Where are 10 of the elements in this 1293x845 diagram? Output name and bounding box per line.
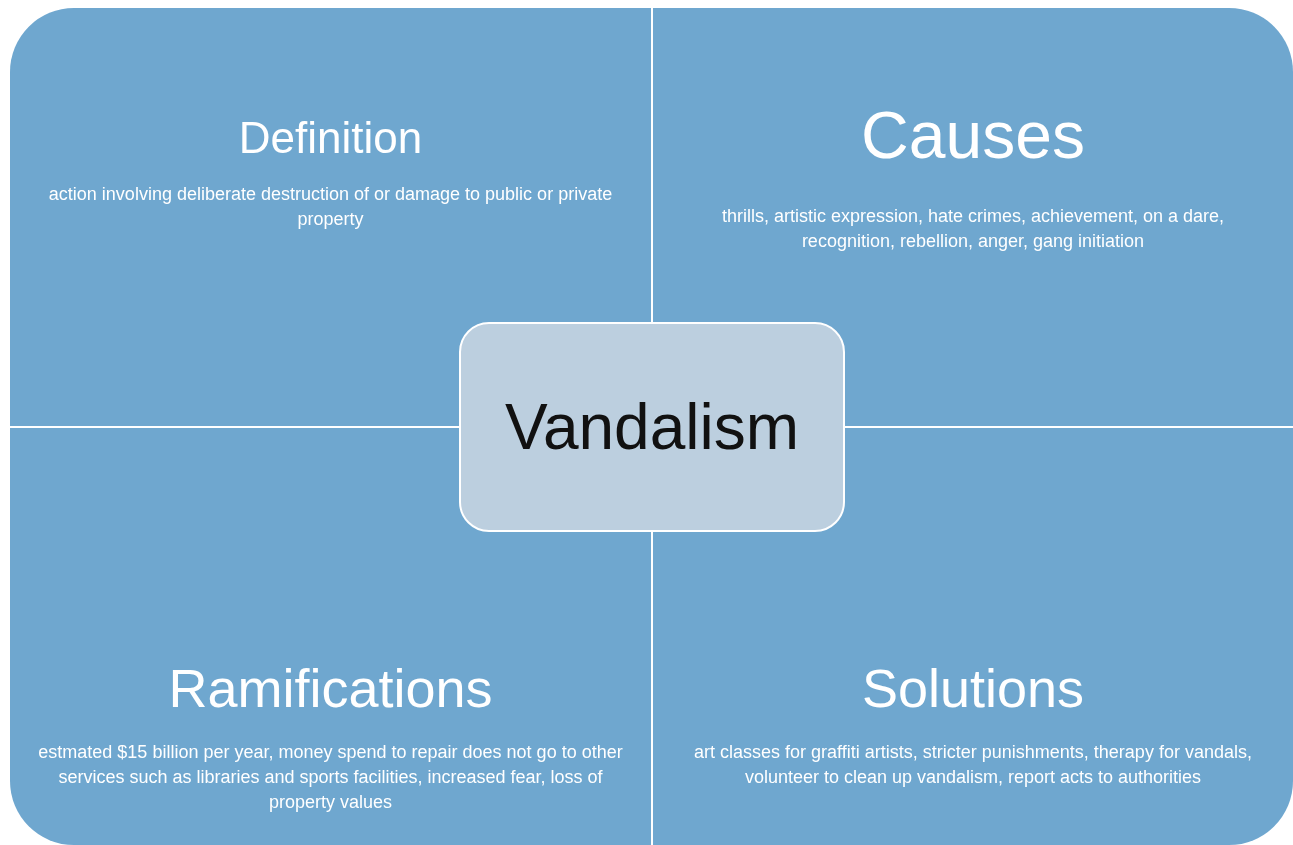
quadrant-description: art classes for graffiti artists, stricter punishments, therapy for vandals, volunteer to clean up vandalism, report acts to authorities [693,741,1253,789]
quadrant-description: action involving deliberate destruction of or damage to public or private property [47,183,614,231]
quadrant-title: Causes [861,97,1085,174]
center-box [459,322,845,532]
quadrant-description: estmated $15 billion per year, money spend to repair does not go to other services such as libraries and sports facilities, increased fear, loss of property values [37,741,624,814]
quadrant-title: Definition [238,112,423,164]
quadrant-title: Ramifications [168,657,493,720]
quadrant-title: Solutions [861,657,1085,720]
center-title: Vandalism [504,390,800,465]
quadrant-description: thrills, artistic expression, hate crimes, achievement, on a dare, recognition, rebellion, anger, gang initiation [720,205,1226,253]
